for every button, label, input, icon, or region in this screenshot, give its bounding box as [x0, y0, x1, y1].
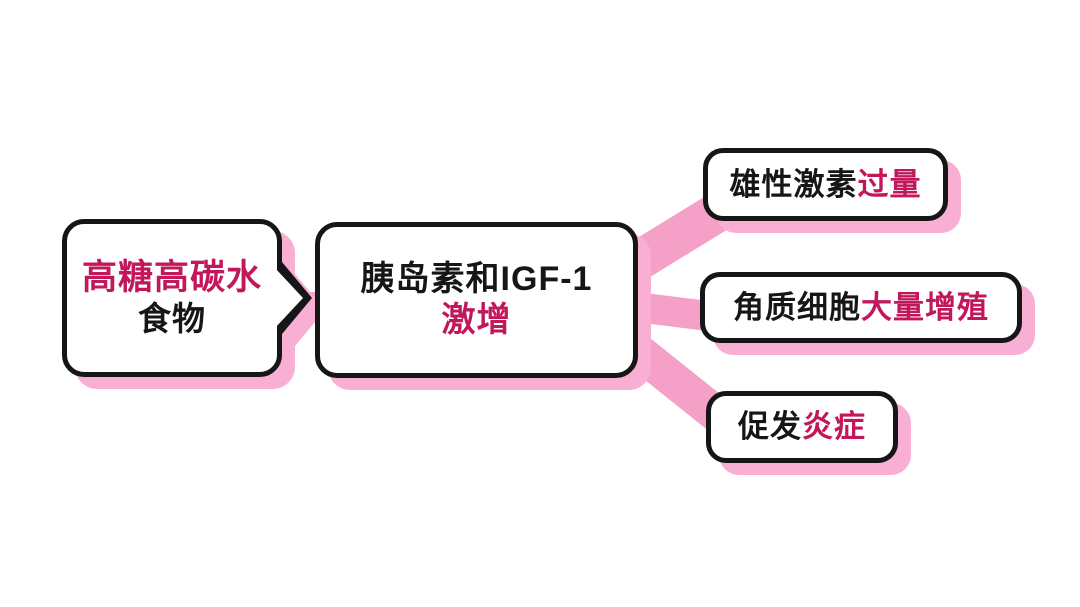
node-keratinocyte-proliferation: 角质细胞 大量增殖	[700, 272, 1022, 343]
node-insulin-emphasis-text: 激增	[441, 301, 512, 339]
node-androgen-excess: 雄性激素 过量	[703, 148, 948, 221]
node-insulin-plain-text: 胰岛素和IGF-1	[360, 259, 593, 298]
node-inflammation-plain-text: 促发	[738, 409, 802, 445]
node-insulin-igf1: 胰岛素和IGF-1 激增	[315, 222, 638, 378]
node-high-sugar-food: 高糖高碳水 食物	[62, 219, 325, 377]
node-food-plain-text: 食物	[138, 300, 206, 338]
node-androgen-plain-text: 雄性激素	[729, 166, 858, 202]
node-inflammation: 促发 炎症	[706, 391, 898, 463]
node-keratin-plain-text: 角质细胞	[733, 289, 861, 325]
speech-pointer-fill	[275, 268, 303, 328]
node-keratin-emphasis-text: 大量增殖	[861, 289, 989, 325]
node-food-emphasis-text: 高糖高碳水	[81, 257, 262, 297]
node-inflammation-emphasis-text: 炎症	[802, 409, 866, 445]
node-androgen-emphasis-text: 过量	[857, 166, 922, 202]
